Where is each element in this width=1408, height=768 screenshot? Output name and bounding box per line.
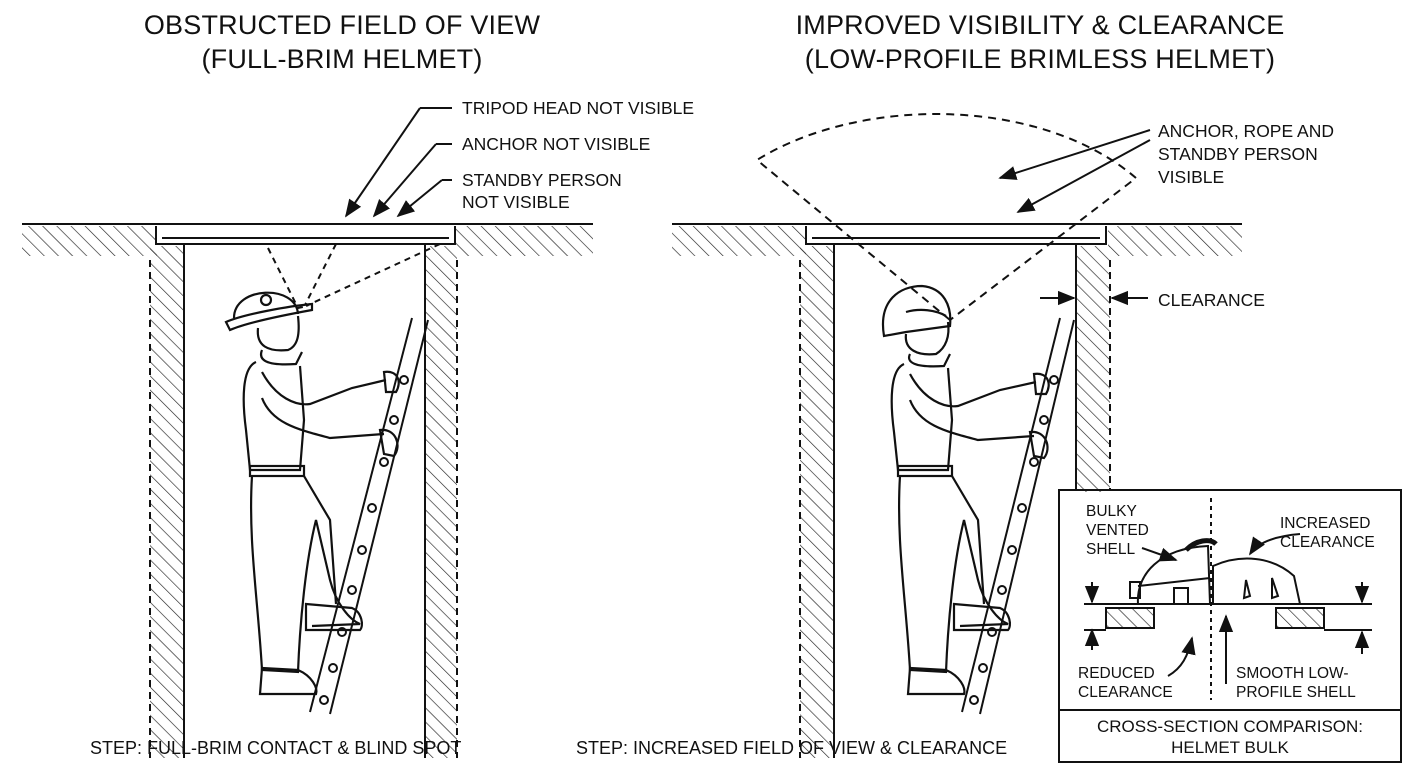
inset-caption-line1: CROSS-SECTION COMPARISON:	[1096, 717, 1364, 736]
left-wall-left-hatch	[150, 246, 184, 758]
left-caption: STEP: FULL-BRIM CONTACT & BLIND SPOT	[90, 738, 462, 758]
leader-increased	[1249, 533, 1301, 556]
inset-frame	[1058, 489, 1402, 763]
right-wall-left-hatch	[800, 246, 834, 758]
right-shaft-scene	[672, 113, 1242, 758]
right-hand-lower	[1028, 430, 1049, 460]
left-title: OBSTRUCTED FIELD OF VIEW (FULL-BRIM HELM…	[130, 8, 554, 76]
clearance-label: CLEARANCE	[1158, 290, 1265, 310]
right-fov-fan	[755, 113, 1138, 322]
inset-caption-line2: HELMET BULK	[1171, 738, 1289, 757]
left-fov-line-c	[305, 243, 441, 307]
leader-reduced	[1167, 636, 1196, 677]
left-manhole-frame	[155, 226, 456, 245]
callout-tripod-label: TRIPOD HEAD NOT VISIBLE	[462, 98, 695, 118]
inset-increased-2: CLEARANCE	[1280, 534, 1375, 551]
right-worker	[881, 284, 1050, 696]
inset-caption: CROSS-SECTION COMPARISON: HELMET BULK	[1060, 716, 1400, 758]
smooth-low-profile-helmet	[1212, 557, 1302, 605]
left-worker	[224, 291, 400, 696]
left-boot-lower	[258, 666, 318, 696]
right-caption: STEP: INCREASED FIELD OF VIEW & CLEARANC…	[576, 738, 1008, 758]
full-brim	[224, 302, 314, 332]
right-ground-hatch-a	[672, 226, 806, 256]
left-ladder	[309, 317, 429, 715]
inset-smooth-2: PROFILE SHELL	[1236, 684, 1356, 701]
right-boot-lower	[906, 666, 966, 696]
callout-visible-label-1: ANCHOR, ROPE AND	[1158, 121, 1334, 141]
callout-visible-label-3: VISIBLE	[1158, 167, 1225, 187]
inset-reduced-2: CLEARANCE	[1078, 684, 1173, 701]
left-wall-right-hatch	[425, 246, 457, 758]
inset-cross-section	[1084, 498, 1372, 700]
right-title-line2: (LOW-PROFILE BRIMLESS HELMET)	[804, 44, 1276, 74]
left-boot-upper	[304, 602, 363, 632]
callout-arrow-tripod	[344, 107, 421, 218]
inset-bulky-1: BULKY	[1086, 503, 1137, 520]
left-hand-upper	[382, 370, 400, 394]
callout-arrow-visible-b	[1016, 139, 1151, 213]
left-hand-lower	[378, 428, 399, 458]
callout-standby-label-1: STANDBY PERSON	[462, 170, 622, 190]
left-fov-line-b	[304, 243, 337, 306]
inset-caption-divider	[1058, 709, 1402, 711]
left-shaft-scene	[22, 107, 593, 758]
brimless-helmet-shell	[881, 284, 952, 338]
callout-arrow-visible-a	[998, 129, 1151, 180]
right-boot-upper	[952, 602, 1011, 632]
callout-arrow-anchor	[372, 143, 437, 218]
right-ground-hatch-b	[1108, 226, 1242, 256]
inset-smooth-1: SMOOTH LOW-	[1236, 665, 1349, 682]
left-ground-hatch-a	[22, 226, 157, 256]
left-title-line2: (FULL-BRIM HELMET)	[201, 44, 483, 74]
inset-bulky-3: SHELL	[1086, 541, 1136, 558]
callout-standby-label-2: NOT VISIBLE	[462, 192, 570, 212]
left-ground-hatch-b	[455, 226, 593, 256]
left-title-line1: OBSTRUCTED FIELD OF VIEW	[143, 10, 541, 40]
right-title: IMPROVED VISIBILITY & CLEARANCE (LOW-PRO…	[760, 8, 1320, 76]
inset-bulky-2: VENTED	[1086, 522, 1149, 539]
left-fov-line-a	[267, 247, 309, 310]
right-wall-right-hatch	[1076, 246, 1110, 492]
right-hand-upper	[1032, 372, 1050, 396]
right-ladder	[961, 317, 1075, 715]
inset-reduced-1: REDUCED	[1078, 665, 1155, 682]
inset-increased-1: INCREASED	[1280, 515, 1371, 532]
callout-arrow-standby	[396, 179, 443, 218]
callout-visible-label-2: STANDBY PERSON	[1158, 144, 1318, 164]
right-manhole-frame	[805, 226, 1107, 245]
right-title-line1: IMPROVED VISIBILITY & CLEARANCE	[795, 10, 1285, 40]
callout-anchor-label: ANCHOR NOT VISIBLE	[462, 134, 651, 154]
leader-bulky	[1141, 547, 1178, 562]
